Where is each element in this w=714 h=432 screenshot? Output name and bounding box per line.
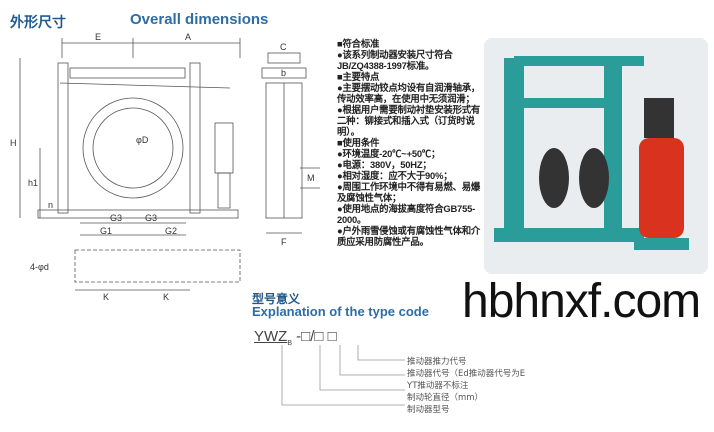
code-line: 推动器推力代号 bbox=[407, 357, 467, 367]
dim-b: b bbox=[281, 68, 286, 78]
spec-item: ●环境温度-20℃~+50℃； bbox=[337, 148, 441, 159]
title-cn: 外形尺寸 bbox=[10, 15, 66, 31]
spec-item: ●该系列制动器安装尺寸符合JB/ZQ4388-1997标准。 bbox=[337, 49, 453, 71]
watermark: hbhnxf.com bbox=[462, 275, 701, 328]
code-line: 制动器型号 bbox=[407, 405, 450, 415]
type-code: YWZB -□/□ □ bbox=[254, 328, 337, 347]
code-line: 推动器代号（Ed推动器代号为E bbox=[407, 369, 526, 379]
dim-G2: G2 bbox=[165, 226, 177, 236]
code-sub: B bbox=[287, 340, 292, 347]
product-photo bbox=[484, 38, 708, 274]
dim-G3-left: G3 bbox=[110, 213, 122, 223]
code-line: 制动轮直径（mm） bbox=[407, 393, 484, 403]
spec-item: ●相对湿度：应不大于90%； bbox=[337, 170, 453, 181]
spec-list: ■符合标准 ●该系列制动器安装尺寸符合JB/ZQ4388-1997标准。 ■主要… bbox=[337, 38, 481, 247]
dim-A: A bbox=[185, 32, 191, 42]
dim-H: H bbox=[10, 138, 17, 148]
spec-item: ●周围工作环境中不得有易燃、易爆及腐蚀性气体； bbox=[337, 181, 481, 203]
spec-item: ■符合标准 bbox=[337, 38, 380, 49]
dim-E: E bbox=[95, 32, 101, 42]
dim-F: F bbox=[281, 237, 287, 247]
dim-C: C bbox=[280, 42, 287, 52]
dim-K-right: K bbox=[163, 292, 169, 302]
type-code-title-en: Explanation of the type code bbox=[252, 304, 429, 319]
spec-item: ■主要特点 bbox=[337, 71, 380, 82]
spec-item: ●根据用户需要制动衬垫安装形式有二种：铆接式和插入式（订货时说明）。 bbox=[337, 104, 481, 137]
spec-item: ●电源：380V，50HZ； bbox=[337, 159, 432, 170]
code-line: YT推动器不标注 bbox=[407, 381, 469, 391]
spec-item: ■使用条件 bbox=[337, 137, 380, 148]
code-rest: -□/□ □ bbox=[296, 328, 337, 345]
type-code-title-cn: 型号意义 bbox=[252, 292, 301, 306]
dim-G3-right: G3 bbox=[145, 213, 157, 223]
dim-M: M bbox=[307, 173, 315, 183]
code-leader-lines bbox=[281, 345, 405, 406]
code-main: YWZ bbox=[254, 328, 288, 345]
spec-item: ●户外雨雪侵蚀或有腐蚀性气体和介质应采用防腐性产品。 bbox=[337, 225, 481, 247]
dim-K-left: K bbox=[103, 292, 109, 302]
title-en: Overall dimensions bbox=[130, 11, 269, 28]
spec-item: ●使用地点的海拔高度符合GB755-2000。 bbox=[337, 203, 476, 225]
dim-G1: G1 bbox=[100, 226, 112, 236]
dim-n: n bbox=[48, 200, 53, 210]
dim-holes: 4-φd bbox=[30, 262, 49, 272]
spec-item: ●主要摆动铰点均设有自润滑轴承，传动效率高，在使用中无须润滑； bbox=[337, 82, 481, 104]
dimension-drawing: E A φD H h1 n G3 G3 G1 G2 C b M F 4-φd K… bbox=[10, 32, 320, 302]
dim-h1: h1 bbox=[28, 178, 38, 188]
dim-D: φD bbox=[136, 135, 149, 145]
